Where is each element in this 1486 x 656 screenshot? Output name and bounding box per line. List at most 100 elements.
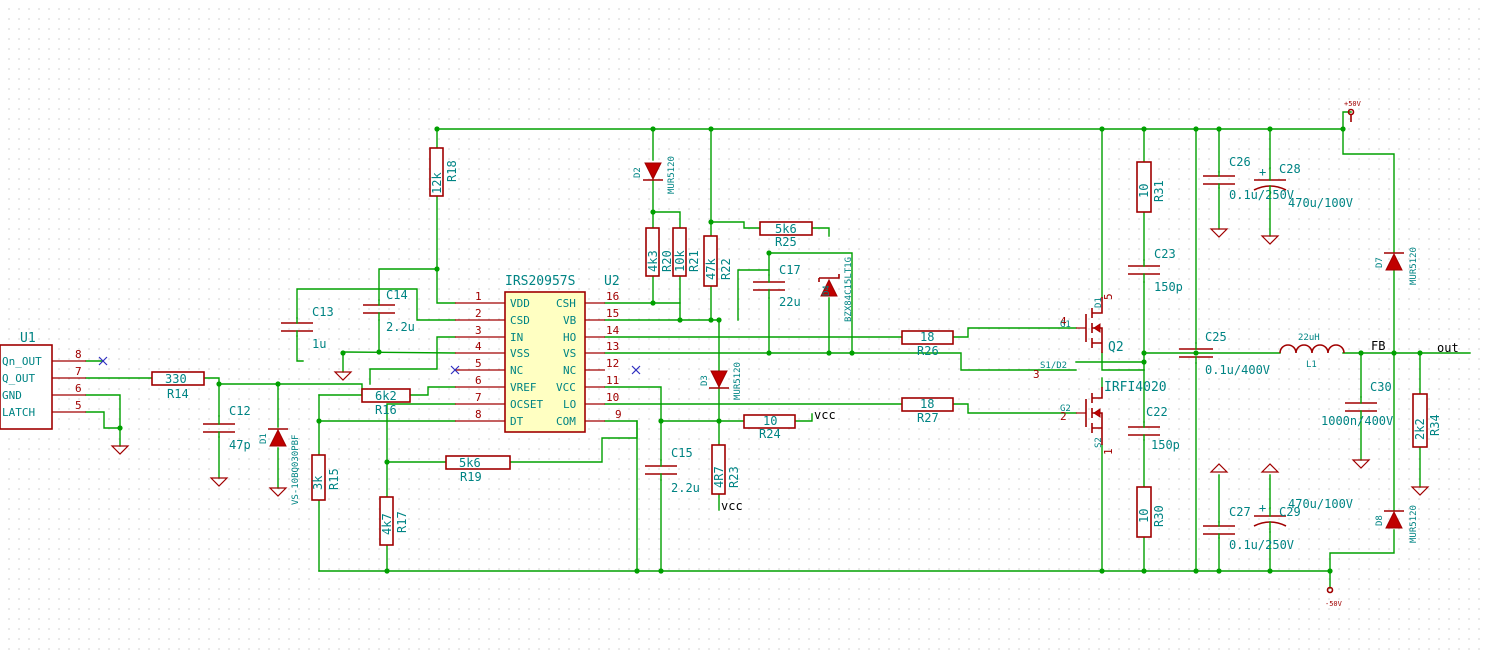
r25-value: 5k6	[775, 222, 797, 236]
r15-value: 3k	[311, 475, 325, 490]
r24-ref: R24	[759, 427, 781, 441]
u2-pin10-num: 10	[606, 391, 619, 404]
r18-value: 12k	[430, 172, 444, 194]
capacitor-c12[interactable]: C12 47p	[203, 404, 251, 452]
resistor-r23[interactable]: 4R7 R23	[711, 444, 741, 495]
capacitor-c23[interactable]: C23 150p	[1128, 247, 1183, 294]
junctions	[117, 126, 1423, 574]
r30-value: 10	[1137, 509, 1151, 523]
ground-icon	[1260, 463, 1280, 473]
u2-value: IRS20957S	[505, 274, 575, 289]
resistor-r20[interactable]: 4k3 R20	[645, 227, 674, 277]
c27-ref: C27	[1229, 505, 1251, 519]
u2-ic[interactable]: IRS20957S U2 1 2 3 4 5 6 7 8 VDD CSD IN …	[455, 274, 622, 433]
c30-ref: C30	[1370, 380, 1392, 394]
ground-icon	[1351, 459, 1371, 469]
c28-value: 470u/100V	[1288, 196, 1353, 210]
u1-pin-8-name: Qn_OUT	[2, 355, 42, 368]
r20-ref: R20	[660, 250, 674, 272]
capacitors: C12 47p C13 1u C14 2.2u C15 2.2u C17 22u	[203, 155, 1393, 552]
wires	[85, 111, 1471, 589]
r27-value: 18	[920, 397, 934, 411]
diode-d1[interactable]: D1 VS-10BQ030PBF	[259, 428, 301, 505]
c14-ref: C14	[386, 288, 408, 302]
capacitor-c28[interactable]: + C28 470u/100V	[1253, 162, 1353, 210]
q2-s2-label: S2	[1094, 437, 1104, 448]
capacitor-c26[interactable]: C26 0.1u/250V	[1203, 155, 1294, 202]
resistor-r25[interactable]: 5k6 R25	[759, 221, 813, 249]
u2-pin16-name: CSH	[556, 297, 576, 310]
capacitor-c14[interactable]: C14 2.2u	[363, 288, 415, 334]
d2-ref: D2	[633, 167, 643, 178]
c23-value: 150p	[1154, 280, 1183, 294]
diode-d8[interactable]: D8 MUR5120	[1375, 505, 1419, 543]
c12-value: 47p	[229, 438, 251, 452]
mosfet-q2[interactable]: 4 2 5 3 1 G1 G2 D1 S2 S1/D2 Q2 IRFI4020	[1033, 293, 1167, 455]
resistor-r15[interactable]: 3k R15	[311, 454, 341, 501]
r24-value: 10	[763, 414, 777, 428]
resistor-r31[interactable]: 10 R31	[1136, 161, 1166, 213]
capacitor-c22[interactable]: C22 150p	[1128, 405, 1180, 452]
c25-ref: C25	[1205, 330, 1227, 344]
q2-d1-label: D1	[1094, 297, 1104, 308]
capacitor-c13[interactable]: C13 1u	[281, 305, 334, 351]
diode-d3[interactable]: D3 MUR5120	[700, 362, 743, 400]
capacitor-c27[interactable]: C27 0.1u/250V	[1203, 505, 1294, 552]
capacitor-c29[interactable]: + C29 470u/100V	[1253, 497, 1353, 533]
capacitor-c15[interactable]: C15 2.2u	[645, 446, 700, 495]
c28-ref: C28	[1279, 162, 1301, 176]
c15-ref: C15	[671, 446, 693, 460]
u1-pin-5-num: 5	[75, 399, 82, 412]
resistor-r17[interactable]: 4k7 R17	[379, 496, 409, 546]
u2-pin6-name: VREF	[510, 381, 537, 394]
resistor-r22[interactable]: 47k R22	[703, 235, 733, 287]
capacitor-c25[interactable]: C25 0.1u/400V	[1179, 330, 1270, 377]
u2-pin7-name: OCSET	[510, 398, 543, 411]
q2-pin3-num: 3	[1033, 368, 1040, 381]
ground-icon	[268, 487, 288, 497]
u1-pin-8-num: 8	[75, 348, 82, 361]
u2-pin2-name: CSD	[510, 314, 530, 327]
ground-symbols	[110, 228, 1430, 497]
resistor-r30[interactable]: 10 R30	[1136, 486, 1166, 538]
l1-value: 22uH	[1298, 333, 1320, 343]
diode-d7[interactable]: D7 MUR5120	[1375, 247, 1419, 285]
d4-ref: D4	[822, 285, 832, 296]
resistor-r18[interactable]: 12k R18	[429, 147, 459, 197]
resistor-r24[interactable]: 10 R24	[743, 414, 796, 441]
diodes: D1 VS-10BQ030PBF D2 MUR5120 D3 MUR5120 D…	[259, 156, 1419, 543]
net-vcc-r24: vcc	[814, 408, 836, 422]
resistor-r19[interactable]: 5k6 R19	[445, 455, 511, 484]
resistor-r27[interactable]: 18 R27	[901, 397, 954, 425]
capacitor-c30[interactable]: C30 1000n/400V	[1321, 380, 1393, 428]
r22-value: 47k	[704, 258, 718, 280]
power-ports: +50V -50V	[1325, 100, 1362, 608]
u2-pin2-num: 2	[475, 307, 482, 320]
r18-ref: R18	[445, 160, 459, 182]
u1-connector[interactable]: U1 Qn_OUT Q_OUT GND LATCH 8 7 6 5	[0, 331, 86, 430]
resistor-r14[interactable]: 330 R14	[151, 371, 205, 401]
u2-pin8-num: 8	[475, 408, 482, 421]
l1-ref: L1	[1306, 360, 1317, 370]
d3-value: MUR5120	[733, 362, 743, 400]
c17-ref: C17	[779, 263, 801, 277]
resistor-r21[interactable]: 10k R21	[672, 227, 701, 277]
c15-value: 2.2u	[671, 481, 700, 495]
zener-d4[interactable]: D4 BZX84C15LT1G	[818, 257, 854, 322]
r17-ref: R17	[395, 511, 409, 533]
u2-pin11-name: VCC	[556, 381, 576, 394]
minus-50v-port-icon	[1326, 586, 1334, 594]
u2-pin7-num: 7	[475, 391, 482, 404]
u2-pin3-num: 3	[475, 324, 482, 337]
resistor-r34[interactable]: 2k2 R34	[1412, 393, 1442, 448]
ground-icon	[110, 445, 130, 455]
diode-d2[interactable]: D2 MUR5120	[633, 156, 677, 194]
r16-ref: R16	[375, 403, 397, 417]
u2-pin3-name: IN	[510, 331, 523, 344]
resistor-r16[interactable]: 6k2 R16	[361, 388, 411, 417]
inductor-l1[interactable]: 22uH L1	[1279, 333, 1345, 370]
resistor-r26[interactable]: 18 R26	[901, 330, 954, 358]
capacitor-c17[interactable]: C17 22u	[753, 263, 801, 309]
r23-value: 4R7	[712, 466, 726, 488]
